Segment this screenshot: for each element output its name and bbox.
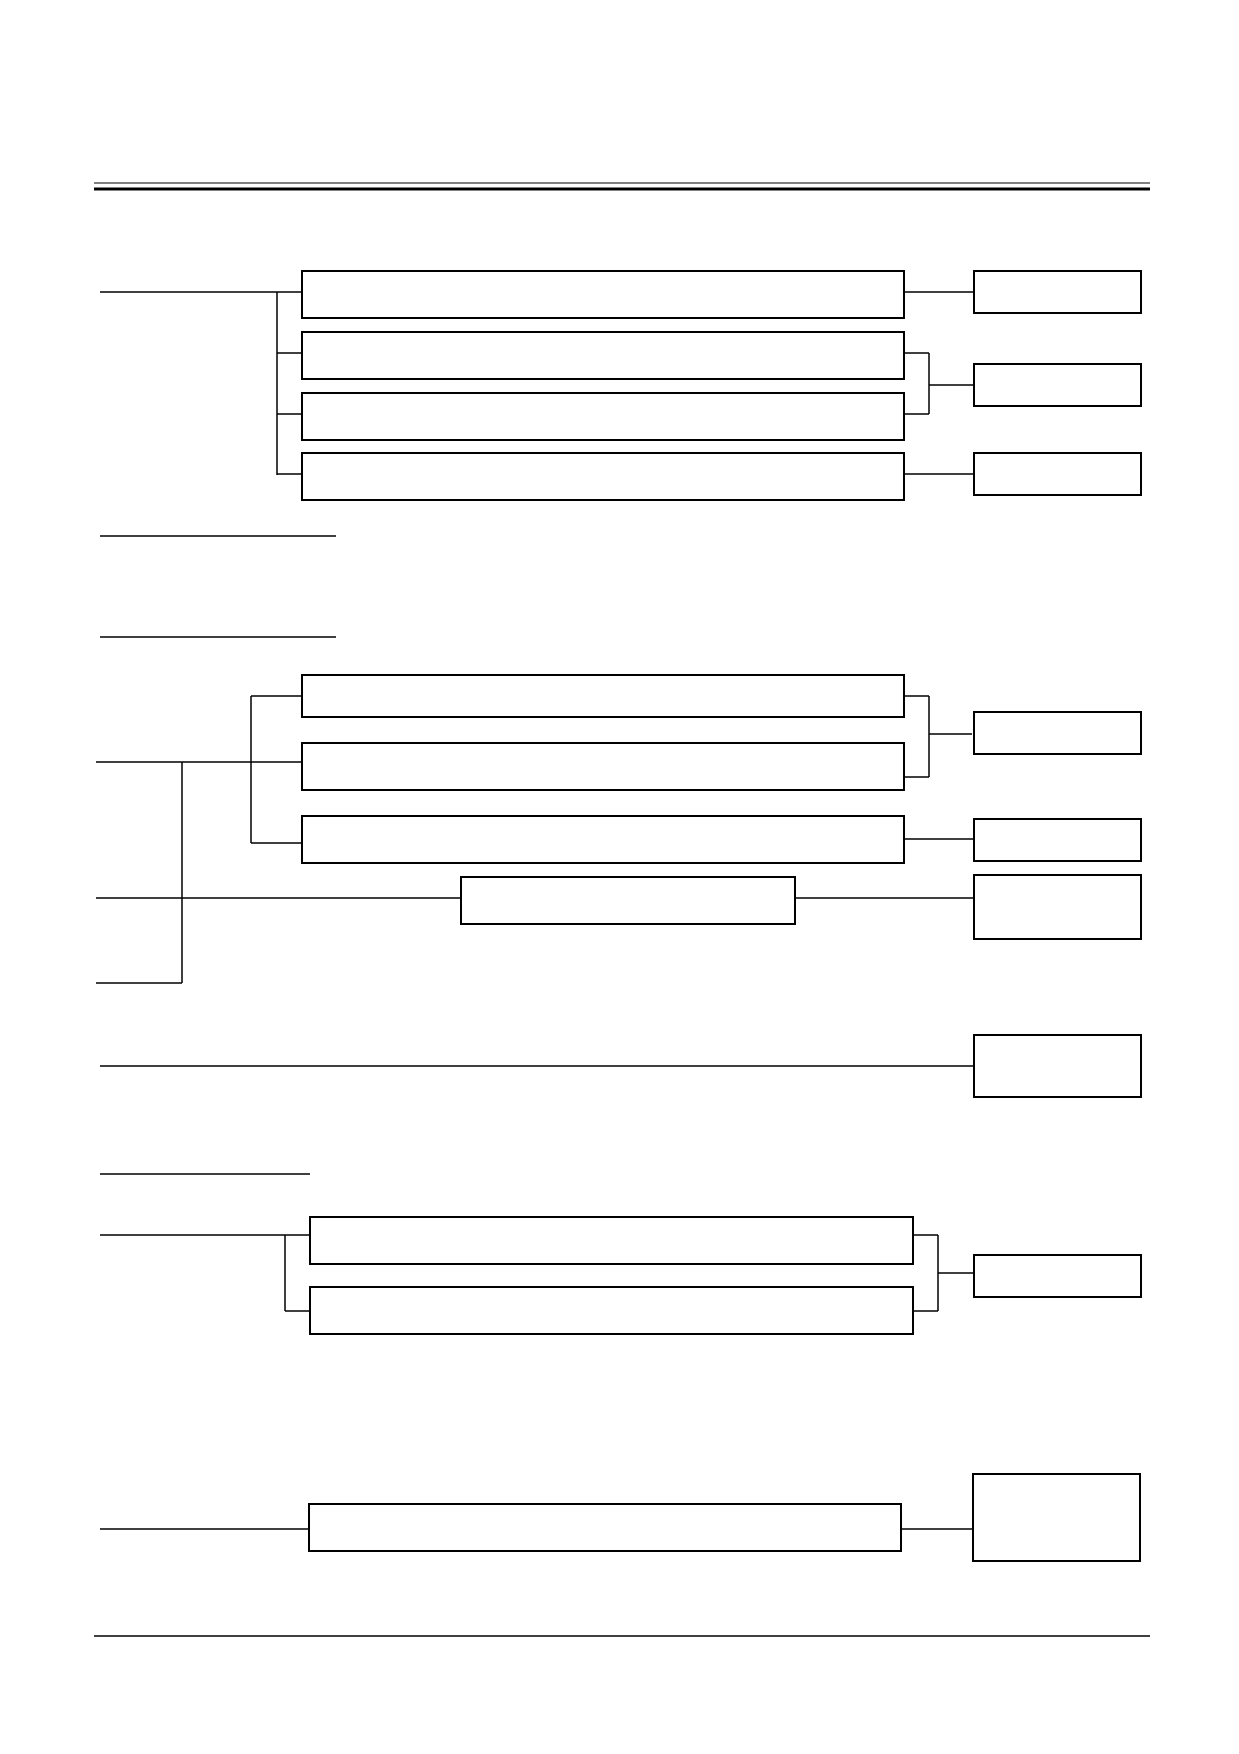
section-2-item-box [301, 674, 905, 718]
header-rule [94, 182, 1150, 191]
section-1-result-box [973, 452, 1142, 496]
section-2 [96, 636, 1142, 1098]
section-2-result-box [973, 1034, 1142, 1098]
section-2-result-box [973, 818, 1142, 862]
section-1-item-box [301, 452, 905, 501]
section-2-result-box [973, 874, 1142, 940]
section-2-result-box [973, 711, 1142, 755]
section-2-item-box [460, 876, 796, 925]
section-4-result-box [972, 1473, 1141, 1562]
section-3 [100, 1173, 1142, 1335]
section-2-item-box [301, 742, 905, 791]
section-1-result-box [973, 270, 1142, 314]
section-1-result-box [973, 363, 1142, 407]
section-4-item-box [308, 1503, 902, 1552]
section-1-item-box [301, 270, 905, 319]
section-1-item-box [301, 331, 905, 380]
section-4 [100, 1473, 1141, 1562]
section-3-item-box [309, 1216, 914, 1265]
section-3-item-box [309, 1286, 914, 1335]
section-2-item-box [301, 815, 905, 864]
section-1-item-box [301, 392, 905, 441]
section-1 [100, 270, 1142, 537]
section-3-result-box [973, 1254, 1142, 1298]
